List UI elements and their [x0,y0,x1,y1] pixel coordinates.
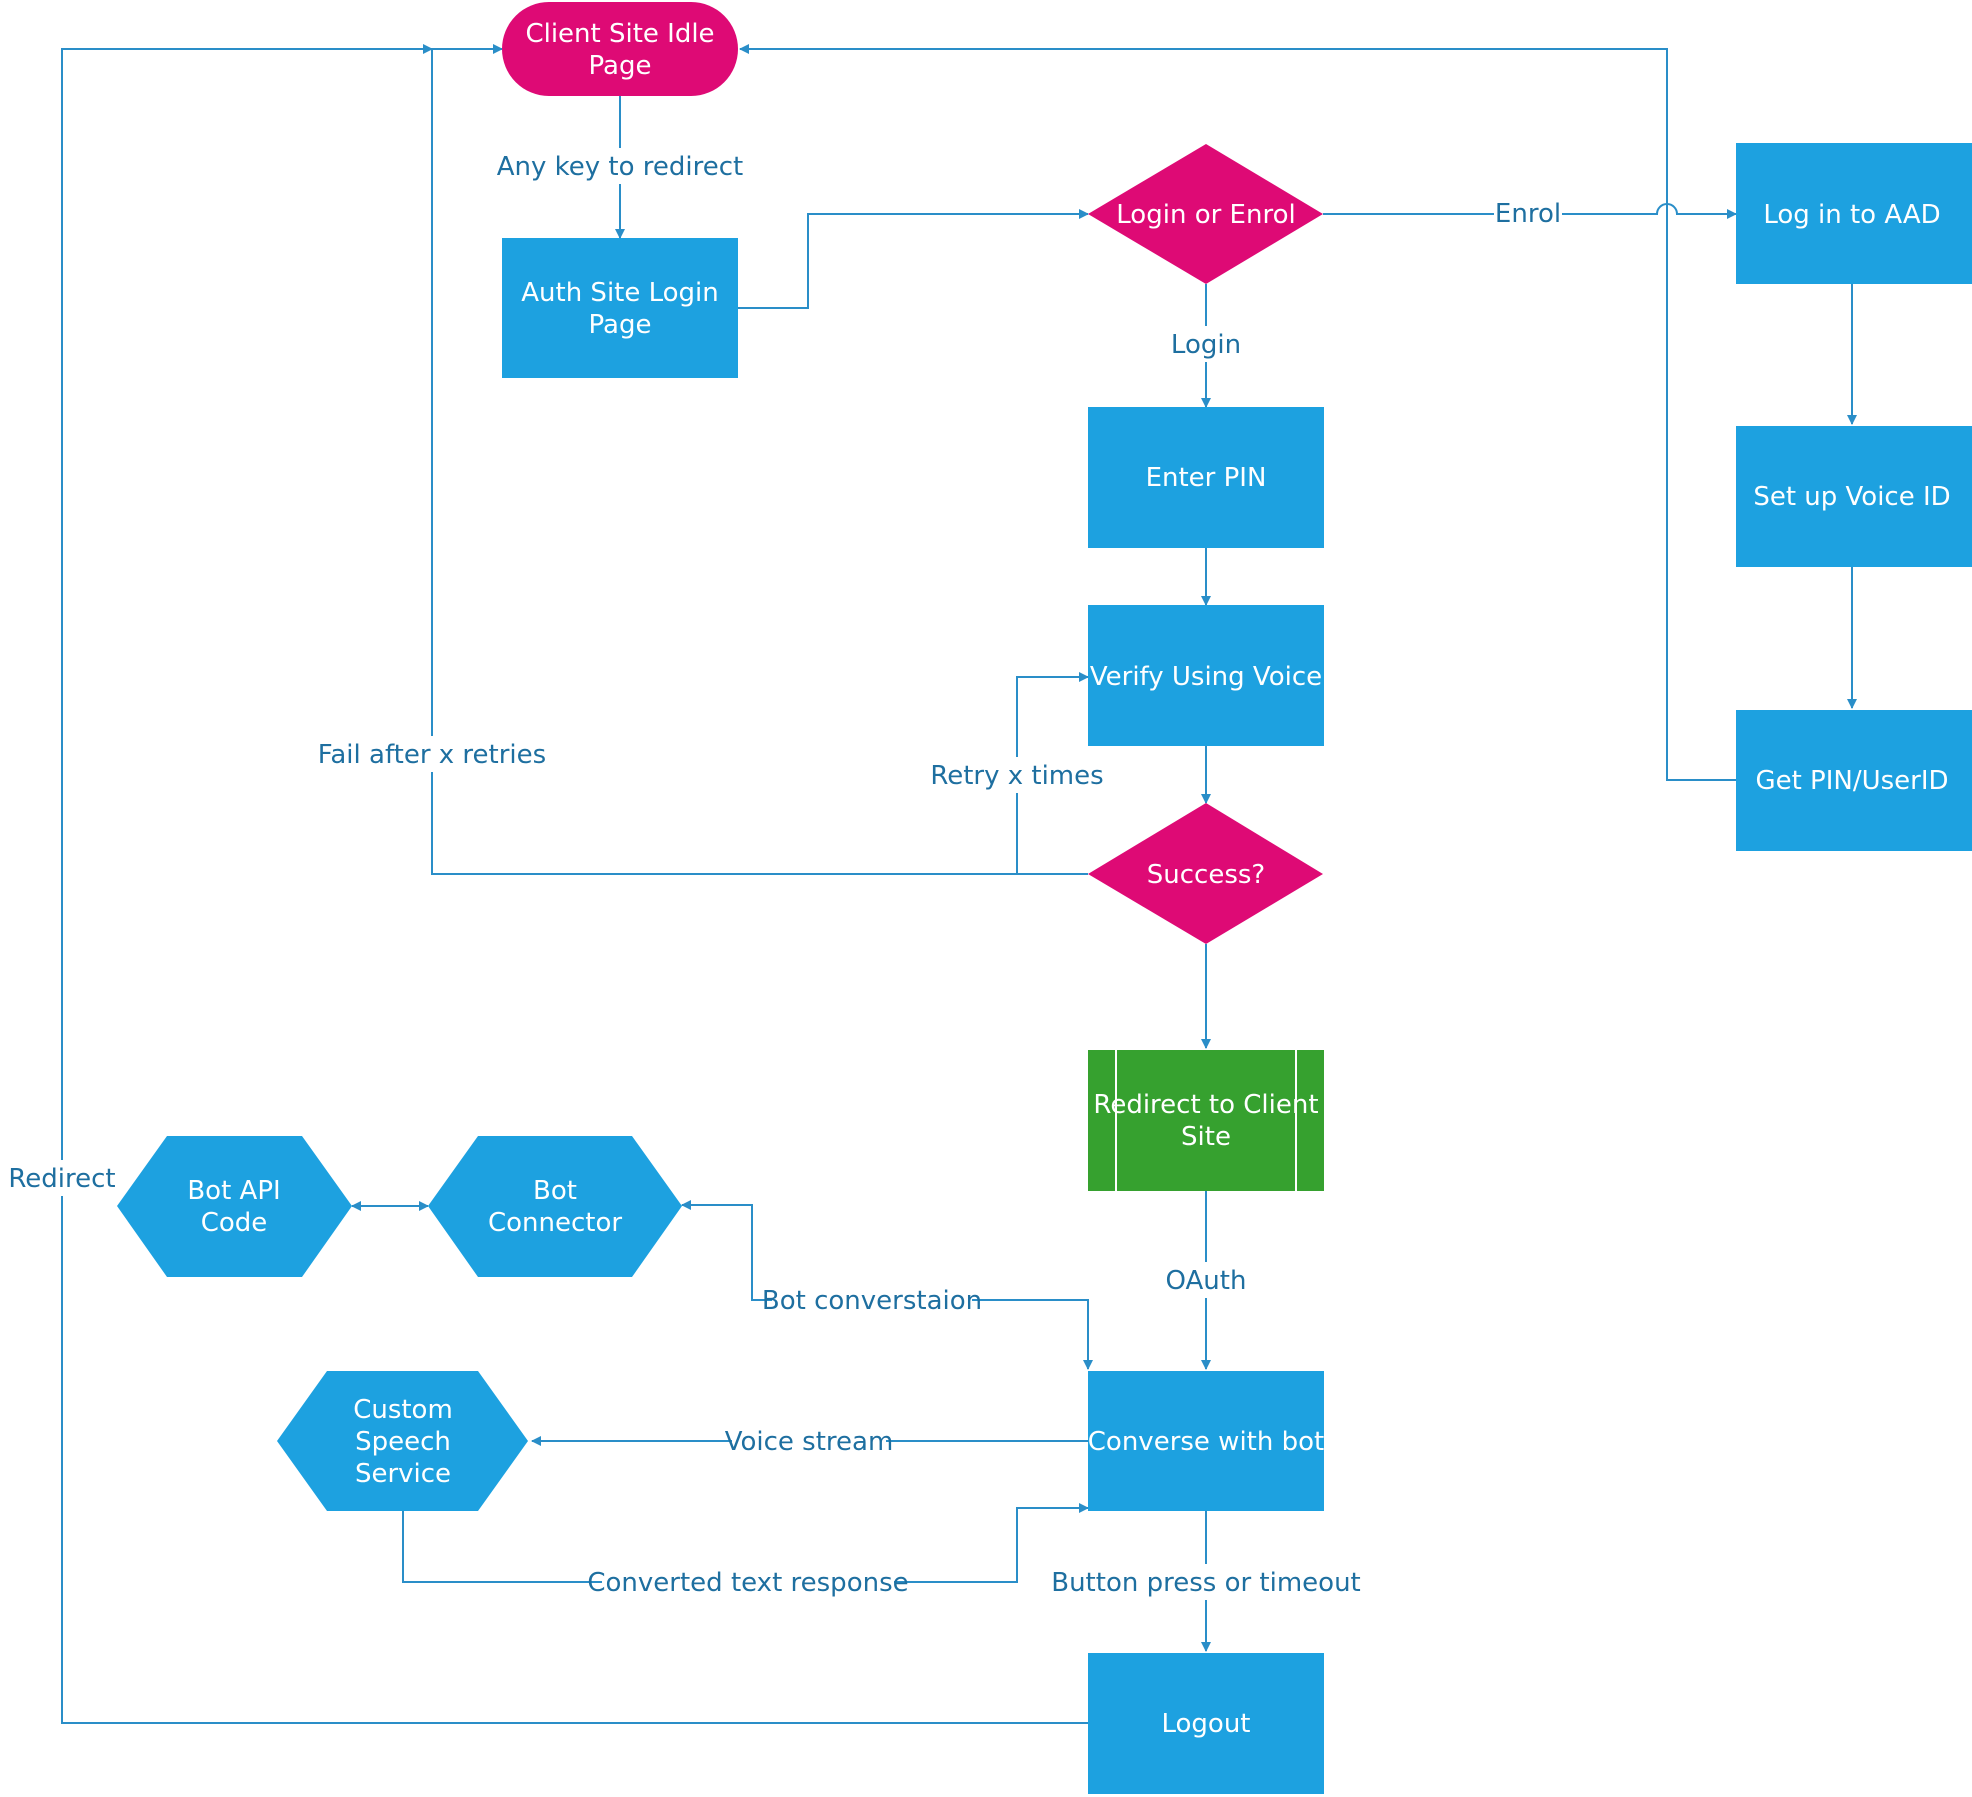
label-bg [508,148,732,184]
node-enter-pin[interactable]: Enter PIN [1088,407,1324,548]
node-set-up-voice-label: Set up Voice ID [1753,482,1950,512]
node-get-pin-label: Get PIN/UserID [1755,766,1948,796]
label-bg [1168,326,1244,362]
label-any-key: Any key to redirect [497,152,744,182]
label-fail-retries: Fail after x retries [318,740,546,770]
edge-redirect [61,44,1088,1724]
node-log-in-aad[interactable]: Log in to AAD [1736,143,1972,284]
node-enter-pin-label: Enter PIN [1146,463,1267,493]
label-retry: Retry x times [930,761,1103,791]
label-bg [1494,196,1562,232]
label-bg [938,757,1096,793]
edge-labels: Any key to redirect Enrol Login Fail aft… [8,148,1562,1600]
node-success[interactable]: Success? [1088,803,1323,944]
label-bg [1062,1564,1350,1600]
edge-converted-text [402,1503,1089,1583]
label-bg [1160,1262,1252,1298]
node-verify-voice-label: Verify Using Voice [1090,662,1322,692]
node-log-in-aad-label: Log in to AAD [1763,200,1940,230]
label-bg [328,736,536,772]
node-converse[interactable]: Converse with bot [1088,1371,1324,1511]
label-bg [8,1160,116,1196]
node-get-pin[interactable]: Get PIN/UserID [1736,710,1972,851]
label-bg [772,1282,972,1318]
node-logout[interactable]: Logout [1088,1653,1324,1794]
node-login-or-enrol-label: Login or Enrol [1116,200,1295,230]
label-bot-conversation: Bot converstaion [762,1286,982,1316]
edge-auth-to-decision [738,209,1089,309]
label-voice-stream: Voice stream [725,1427,894,1457]
node-verify-voice[interactable]: Verify Using Voice [1088,605,1324,746]
label-oauth: OAuth [1166,1266,1247,1296]
label-converted-text: Converted text response [587,1568,908,1598]
edge-getpin-to-idle [739,44,1736,781]
edge-bot-conversation [681,1200,1093,1370]
label-enrol: Enrol [1495,199,1561,229]
node-success-label: Success? [1147,860,1265,890]
label-redirect: Redirect [8,1164,115,1194]
node-login-or-enrol[interactable]: Login or Enrol [1088,144,1323,284]
label-button-timeout: Button press or timeout [1051,1568,1361,1598]
label-bg [602,1564,894,1600]
node-converse-label: Converse with bot [1088,1427,1324,1457]
edge-fail [431,44,1017,875]
label-bg [732,1423,886,1459]
label-login: Login [1171,330,1241,360]
node-logout-label: Logout [1161,1709,1250,1739]
node-set-up-voice[interactable]: Set up Voice ID [1736,426,1972,567]
